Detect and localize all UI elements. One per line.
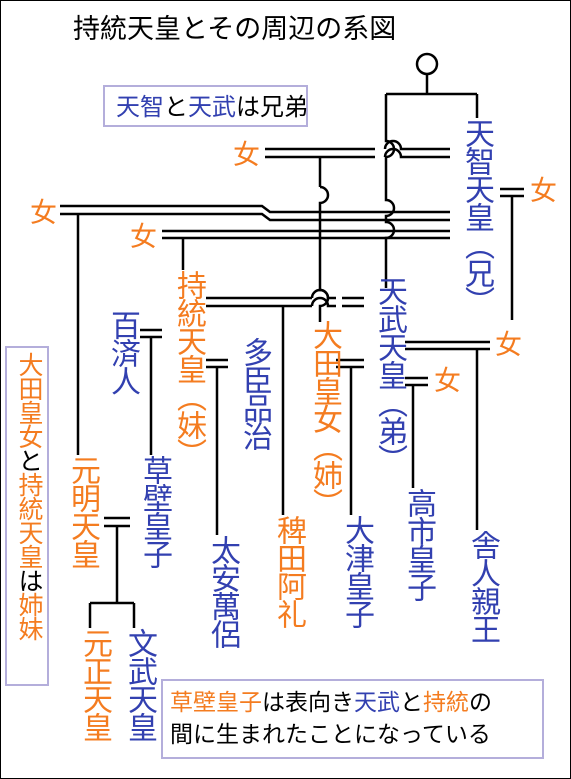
diagram-title: 持統天皇とその周辺の系図: [73, 14, 396, 45]
note-box-left: [5, 346, 49, 686]
person-hieda: 稗田阿礼: [271, 515, 306, 627]
note-bottom-line2: 間に生まれたことになっている: [170, 722, 491, 748]
person-toneri: 舎人親王: [465, 530, 500, 642]
person-genmei: 元明天皇: [65, 455, 100, 567]
woman-label-3: 女: [30, 198, 57, 229]
person-ota: 大田皇女（姉）: [307, 320, 342, 516]
person-monmu: 文武天皇: [122, 628, 157, 740]
note-box-bottom: [161, 679, 544, 759]
person-tenmu: 天武天皇（弟）: [372, 276, 407, 472]
person-kudara: 百済人: [105, 310, 140, 394]
note-bottom-line1: 草壁皇子は表向き天武と持統の: [170, 690, 492, 716]
note-box-top: [103, 85, 308, 127]
person-oo: 多臣品治: [237, 337, 272, 449]
woman-label-2: 女: [530, 176, 557, 207]
person-tenji: 天智天皇（兄）: [459, 118, 494, 314]
note-top-text: 天智と天武は兄弟: [116, 93, 308, 121]
woman-label-5: 女: [495, 330, 522, 361]
person-yasumaro: 太安萬侶: [205, 535, 240, 647]
note-left-text: 大田皇女と持統天皇は姉妹: [15, 352, 44, 640]
person-gensho: 元正天皇: [77, 628, 112, 740]
person-takechi: 高市皇子: [401, 488, 436, 600]
person-jito: 持統天皇（妹）: [171, 270, 206, 466]
woman-label-4: 女: [130, 222, 157, 253]
person-kusakabe: 草壁皇子: [137, 455, 172, 567]
lineage-lines: [60, 74, 524, 628]
person-otsu: 大津皇子: [339, 515, 374, 627]
woman-label-1: 女: [233, 140, 260, 171]
ancestor-circle: [415, 52, 439, 76]
woman-label-6: 女: [434, 366, 461, 397]
